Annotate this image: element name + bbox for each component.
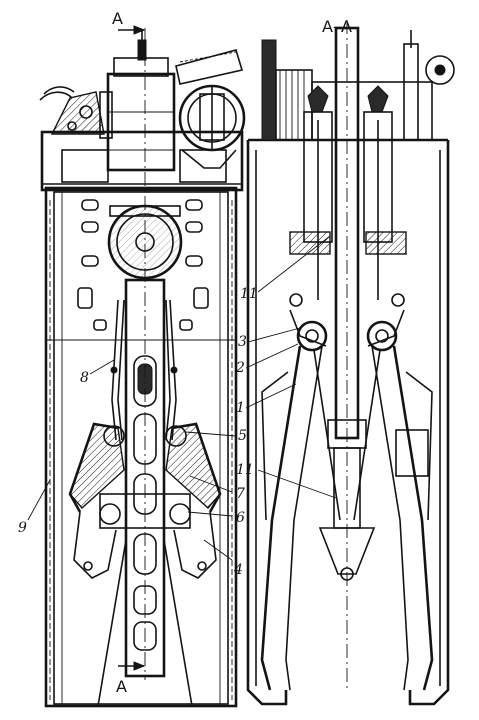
callout-7: 7 xyxy=(236,486,245,502)
section-arrow-top xyxy=(118,25,146,35)
callout-2: 2 xyxy=(235,360,245,376)
frame-cutouts xyxy=(77,199,209,331)
callout-8: 8 xyxy=(80,370,89,386)
central-shaft xyxy=(318,20,376,690)
upper-pulleys xyxy=(289,85,407,300)
motor-block xyxy=(99,30,176,172)
section-label-right-view: A–A xyxy=(322,17,352,36)
callout-4: 4 xyxy=(233,562,243,578)
callout-9: 9 xyxy=(18,520,27,536)
section-arm-left xyxy=(260,345,323,691)
callout-1: 1 xyxy=(236,400,245,416)
section-label-bottom: A xyxy=(116,677,127,696)
callout-5: 5 xyxy=(238,428,247,444)
section-view xyxy=(246,20,455,706)
callout-11-lower: 11 xyxy=(236,462,254,478)
leader-lines xyxy=(27,235,337,561)
section-lower-links xyxy=(313,349,429,521)
lower-guides xyxy=(97,493,193,707)
left-rail-links xyxy=(49,200,233,700)
grab-jaw-left xyxy=(68,422,125,579)
section-arrow-bottom xyxy=(118,661,146,671)
section-arm-right xyxy=(371,345,434,691)
section-casing xyxy=(246,138,450,706)
sheave-wheel xyxy=(107,204,183,280)
grab-jaw-right xyxy=(165,422,222,579)
callout-11-upper: 11 xyxy=(240,286,258,302)
guide-frame xyxy=(44,186,238,708)
center-link-column xyxy=(124,28,166,680)
section-label-top: A xyxy=(112,9,123,28)
front-view xyxy=(39,25,246,708)
top-housing xyxy=(39,86,244,192)
callout-3: 3 xyxy=(238,334,247,350)
pivot-joints xyxy=(289,293,405,352)
callout-6: 6 xyxy=(236,510,245,526)
winch-drum xyxy=(175,49,246,169)
